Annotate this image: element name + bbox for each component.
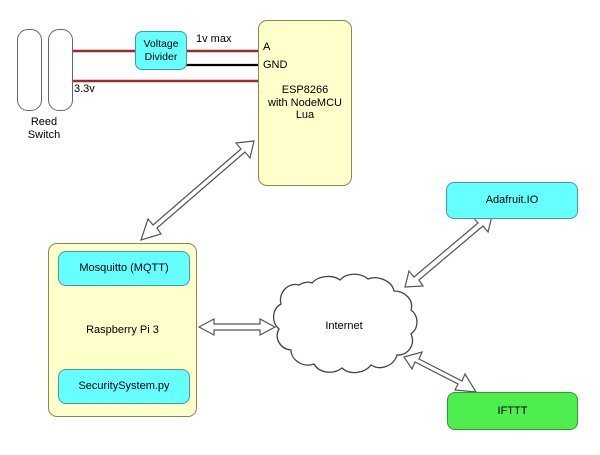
security-system-py-node[interactable]: SecuritySystem.py bbox=[58, 369, 190, 404]
mosquitto-mqtt-node[interactable]: Mosquitto (MQTT) bbox=[58, 251, 190, 286]
internet-cloud-label: Internet bbox=[325, 320, 363, 332]
esp8266-pin-a-label: A bbox=[263, 41, 271, 53]
ifttt-node[interactable]: IFTTT bbox=[447, 392, 578, 430]
voltage-divider-node[interactable]: Voltage Divider bbox=[135, 31, 187, 70]
pi-to-internet-arrow bbox=[197, 318, 277, 336]
signal-wire-1v-max-label: 1v max bbox=[196, 33, 232, 45]
reed-switch-contact-left bbox=[17, 29, 42, 111]
wire-group bbox=[72, 49, 259, 83]
power-wire-3v3-label: 3.3v bbox=[74, 83, 95, 95]
adafruit-io-node[interactable]: Adafruit.IO bbox=[446, 182, 578, 219]
esp8266-pin-gnd-label: GND bbox=[263, 59, 288, 71]
internet-to-adafruit-arrow bbox=[404, 211, 494, 288]
esp-to-mosquitto-arrow bbox=[140, 140, 255, 241]
internet-to-ifttt-arrow bbox=[403, 351, 478, 393]
esp8266-node[interactable]: ESP8266 with NodeMCU Lua bbox=[258, 20, 352, 186]
internet-cloud-shape bbox=[272, 273, 418, 374]
reed-switch-contact-right bbox=[48, 29, 73, 111]
reed-switch-label: Reed Switch bbox=[27, 116, 61, 142]
